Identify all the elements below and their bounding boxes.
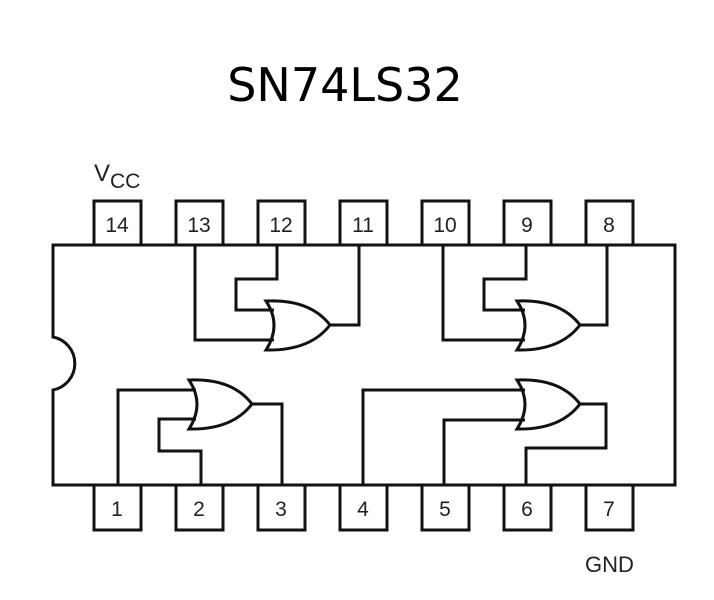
vcc-label-main: V bbox=[94, 160, 110, 187]
or-gate-upper-right bbox=[514, 299, 582, 352]
pin-label-6: 6 bbox=[521, 498, 533, 521]
wire-pin5 bbox=[442, 418, 525, 485]
or-gate-lower-left bbox=[186, 378, 254, 431]
pin-label-9: 9 bbox=[521, 214, 533, 237]
pin-label-8: 8 bbox=[603, 214, 615, 237]
pin-label-5: 5 bbox=[439, 498, 451, 521]
gnd-label: GND bbox=[585, 552, 634, 577]
pin-label-13: 13 bbox=[187, 214, 210, 237]
or-gate-lower-right bbox=[514, 378, 582, 431]
wire-pin6 bbox=[524, 402, 608, 485]
pin-box-11 bbox=[338, 199, 389, 247]
pin-box-10 bbox=[420, 199, 471, 247]
vcc-label-sub: CC bbox=[110, 170, 140, 193]
wire-pin13 bbox=[193, 245, 274, 342]
wire-pin4 bbox=[361, 388, 525, 485]
wire-pin12 bbox=[234, 245, 279, 312]
pin-label-2: 2 bbox=[193, 498, 205, 521]
pin-box-8 bbox=[584, 199, 635, 247]
or-gate-upper-left bbox=[263, 299, 332, 352]
pin-label-10: 10 bbox=[433, 214, 456, 237]
wire-pin1 bbox=[116, 388, 196, 485]
chip-title: SN74LS32 bbox=[227, 58, 463, 112]
pin-label-14: 14 bbox=[105, 214, 129, 237]
wire-pin11 bbox=[330, 245, 361, 327]
pin-label-3: 3 bbox=[275, 498, 287, 521]
chip-body bbox=[51, 243, 677, 487]
pin-label-7: 7 bbox=[603, 498, 615, 521]
wire-pin9 bbox=[482, 245, 528, 312]
pin-box-14 bbox=[92, 199, 143, 247]
pin-box-12 bbox=[256, 199, 307, 247]
pin-label-11: 11 bbox=[352, 214, 374, 237]
pin-box-7 bbox=[584, 483, 635, 532]
wire-pin2 bbox=[157, 417, 203, 485]
pin-label-12: 12 bbox=[269, 214, 292, 237]
pin-label-4: 4 bbox=[357, 498, 369, 521]
wire-pin10 bbox=[441, 245, 525, 342]
wire-pin8 bbox=[580, 245, 609, 327]
pin-box-13 bbox=[174, 199, 225, 247]
wire-pin3 bbox=[252, 402, 284, 485]
pin-label-1: 1 bbox=[111, 498, 123, 521]
